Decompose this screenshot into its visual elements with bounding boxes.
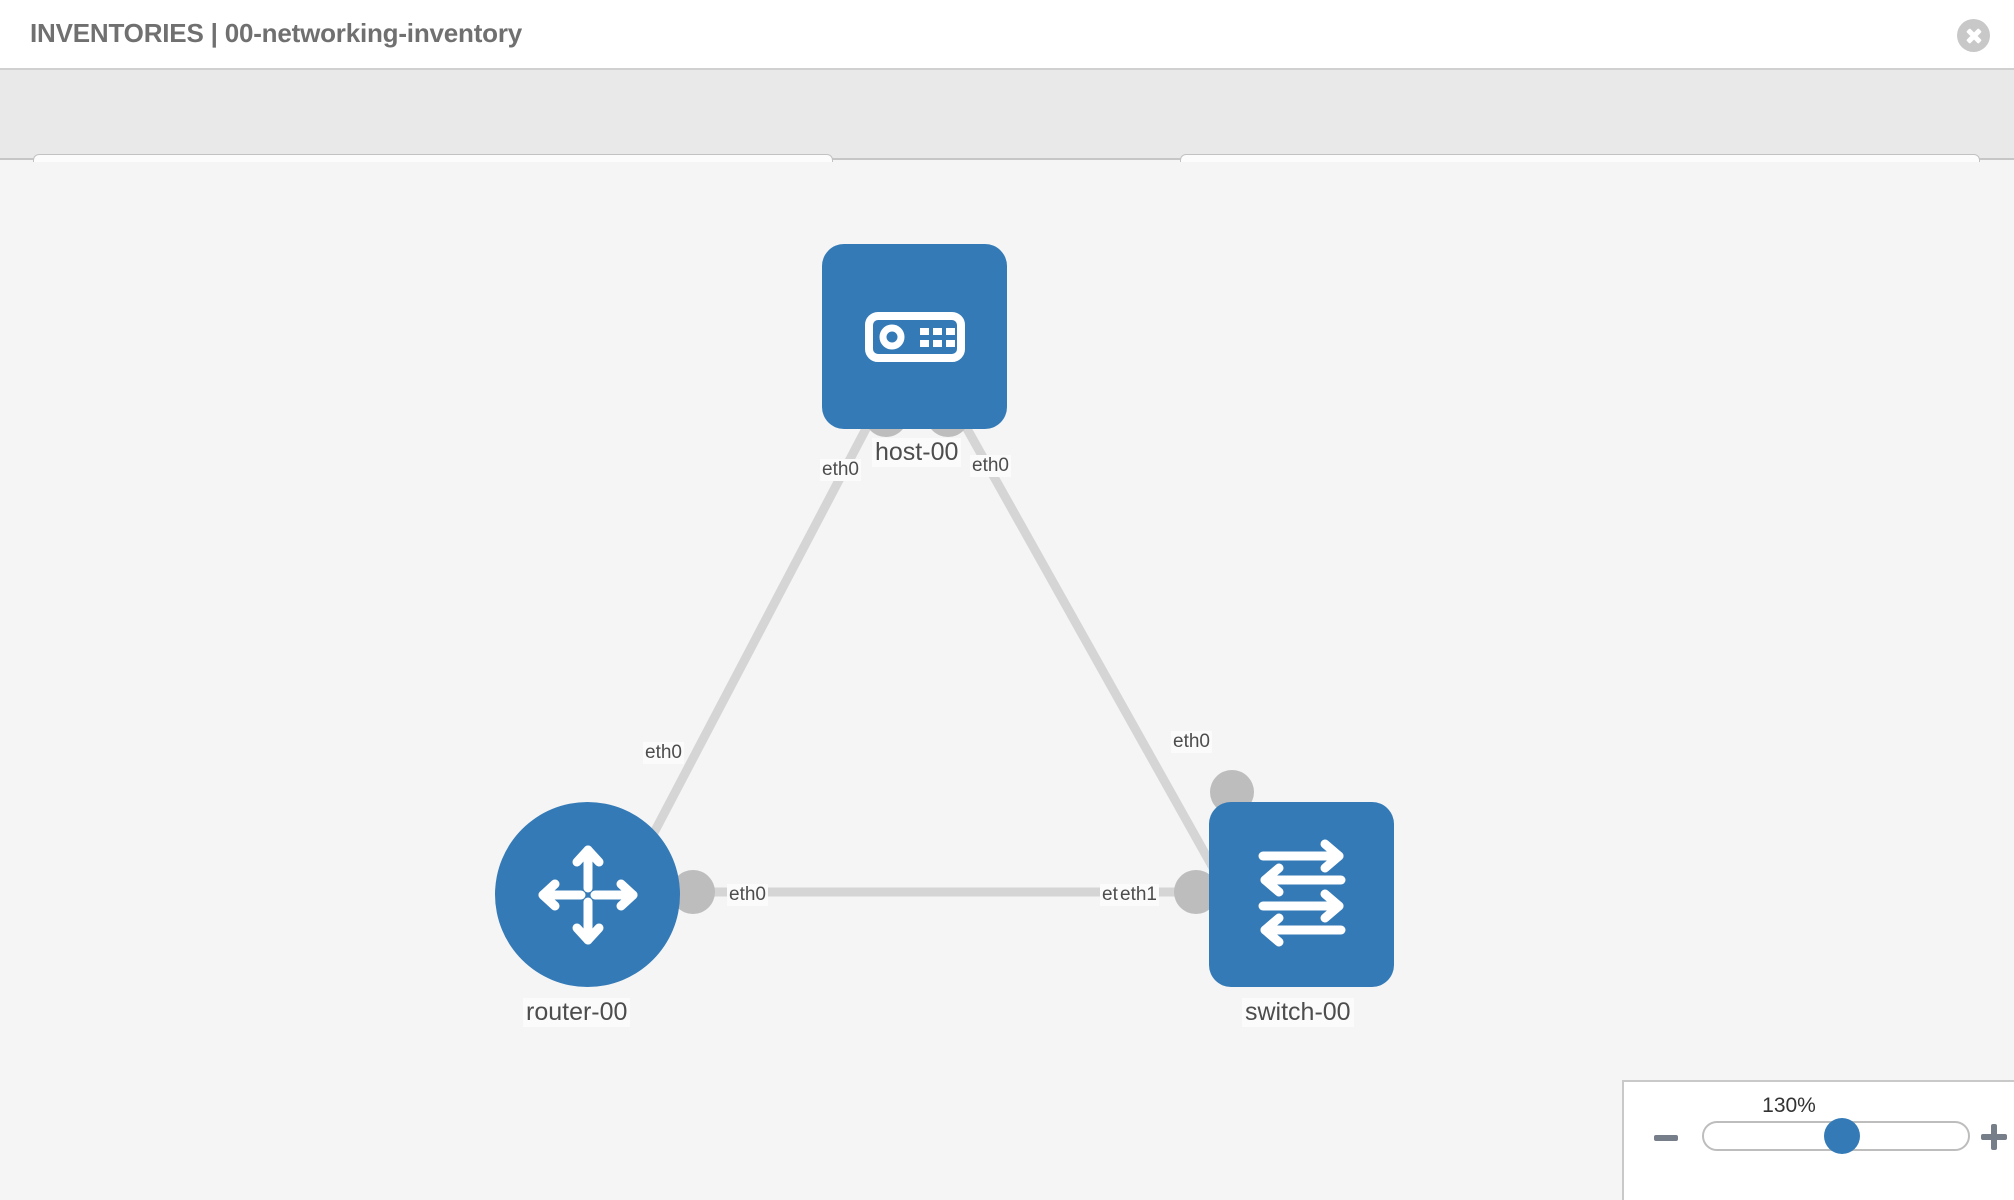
server-icon	[864, 311, 965, 362]
zoom-in-button[interactable]	[1981, 1124, 2007, 1150]
iface-label-router00-up: eth0	[643, 742, 684, 764]
page-header: INVENTORIES | 00-networking-inventory	[0, 0, 2014, 70]
node-host-00[interactable]	[822, 244, 1007, 429]
iface-label-switch00-left-b: eth1	[1118, 884, 1159, 906]
zoom-slider-thumb[interactable]	[1824, 1118, 1860, 1154]
node-router-00[interactable]	[495, 802, 680, 987]
iface-label-host00-right: eth0	[970, 455, 1011, 477]
close-icon[interactable]	[1957, 19, 1990, 52]
node-shape-switch-00[interactable]	[1209, 802, 1394, 987]
link-endpoint	[671, 870, 715, 914]
topology-links	[611, 393, 1254, 914]
node-switch-00[interactable]	[1209, 802, 1394, 987]
page-title: INVENTORIES | 00-networking-inventory	[30, 18, 523, 48]
switch-icon	[1258, 839, 1345, 946]
zoom-out-button[interactable]	[1654, 1135, 1678, 1141]
node-shape-router-00[interactable]	[495, 802, 680, 987]
iface-label-router00-right: eth0	[727, 884, 768, 906]
link-host00-router00	[611, 399, 884, 910]
node-label-switch-00: switch-00	[1242, 998, 1354, 1027]
router-icon	[538, 845, 637, 944]
link-host00-switch00	[948, 399, 1239, 910]
iface-label-switch00-up: eth0	[1171, 731, 1212, 753]
link-endpoint	[1174, 870, 1218, 914]
node-label-router-00: router-00	[523, 998, 631, 1027]
iface-label-host00-left: eth0	[820, 459, 861, 481]
toolbar: ACTIONS SEARCH	[0, 70, 2014, 210]
topology-canvas[interactable]: host-00 router-00	[0, 162, 2014, 1200]
zoom-control-panel: 130%	[1622, 1080, 2014, 1200]
zoom-level-value: 130%	[1762, 1094, 1816, 1117]
node-shape-host-00[interactable]	[822, 244, 1007, 429]
node-label-host-00: host-00	[872, 438, 962, 467]
